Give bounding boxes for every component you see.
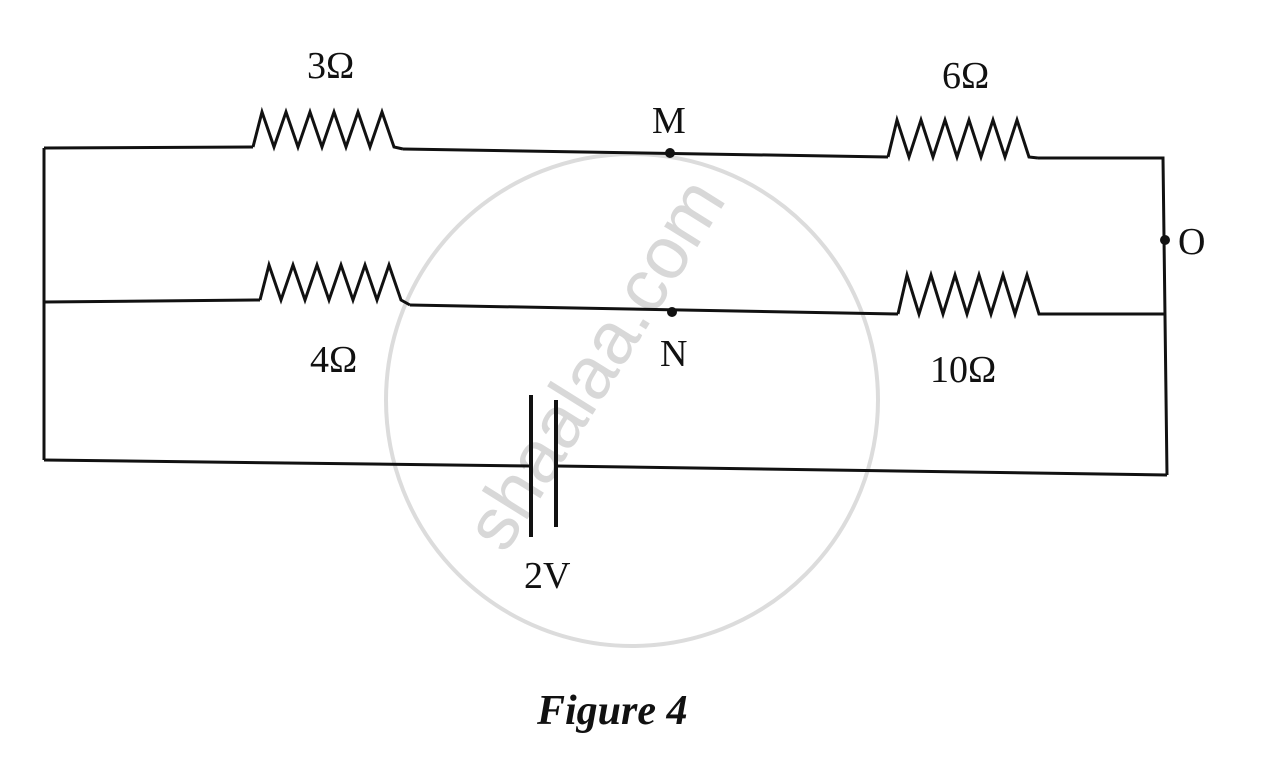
resistor-10-ohm	[896, 269, 1048, 320]
label-node-o: O	[1178, 221, 1205, 263]
node-o-dot	[1160, 235, 1170, 245]
node-n-dot	[667, 307, 677, 317]
label-node-m: M	[652, 100, 686, 142]
node-m-dot	[665, 148, 675, 158]
label-3-ohm: 3Ω	[307, 45, 354, 87]
wire-top-middle	[402, 147, 889, 159]
resistor-4-ohm	[258, 259, 411, 307]
wire-bottom-left	[43, 458, 532, 468]
resistor-6-ohm	[886, 114, 1039, 162]
wire-top-left	[43, 145, 254, 150]
resistor-3-ohm	[251, 106, 404, 152]
wire-bottom-right	[555, 464, 1168, 477]
wire-top-right	[1038, 156, 1169, 476]
label-6-ohm: 6Ω	[942, 55, 989, 97]
label-4-ohm: 4Ω	[310, 339, 357, 381]
label-10-ohm: 10Ω	[930, 349, 996, 391]
figure-caption: Figure 4	[536, 688, 688, 734]
watermark-text: shaalaa.com	[448, 164, 741, 564]
wire-middle-left	[43, 298, 261, 304]
label-battery: 2V	[524, 555, 571, 597]
label-node-n: N	[660, 333, 687, 375]
wire-middle-middle	[409, 303, 899, 316]
